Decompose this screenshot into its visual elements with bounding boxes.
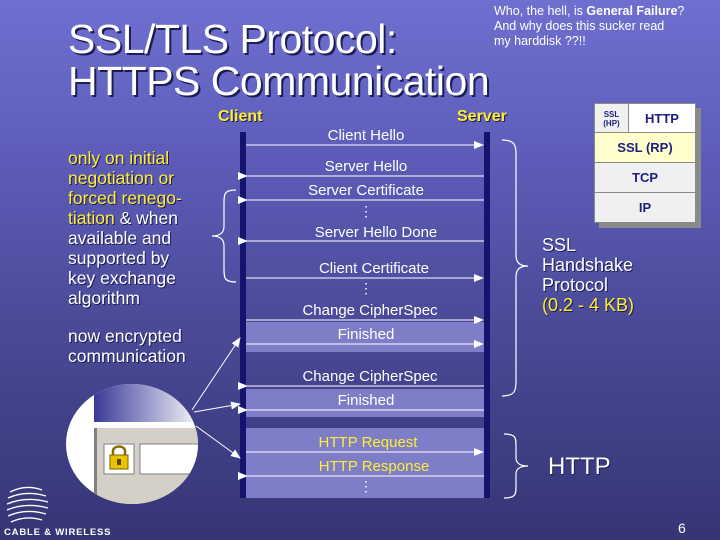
stack-ssl-hp-line-1: SSL	[603, 110, 620, 119]
note-line-4-highlight: tiation	[68, 208, 115, 228]
joke-bold: General Failure	[586, 4, 678, 18]
stack-http: HTTP	[628, 103, 696, 133]
client-certificate-label: Client Certificate	[319, 260, 429, 277]
ssl-label-line-2: Handshake	[542, 255, 634, 275]
change-cipherspec-server-label: Change CipherSpec	[302, 368, 438, 385]
optional-steps-brace	[211, 189, 237, 283]
padlock-bubble	[66, 384, 198, 504]
slide-title: SSL/TLS Protocol: HTTPS Communication	[68, 16, 490, 104]
finished-server-label: Finished	[338, 392, 395, 409]
client-lifeline	[240, 132, 246, 498]
http-brace	[503, 433, 529, 499]
stack-ssl-hp-line-2: (HP)	[603, 119, 620, 128]
stack-ssl-rp: SSL (RP)	[594, 133, 696, 163]
server-hello-label: Server Hello	[325, 158, 408, 175]
note-line-2: negotiation or	[68, 168, 175, 188]
joke-suffix: ?	[677, 4, 685, 18]
note-line-1: only on initial	[68, 148, 170, 168]
enc-note-line-1: now encrypted	[68, 326, 182, 346]
encrypted-band-server	[246, 389, 484, 417]
note-line-5: available and	[68, 228, 172, 248]
enc-note-line-2: communication	[68, 346, 186, 366]
server-certificate-label: Server Certificate	[308, 182, 424, 199]
ssl-label-line-3: Protocol	[542, 275, 609, 295]
logo-text: CABLE & WIRELESS	[4, 527, 112, 538]
ssl-label-line-1: SSL	[542, 235, 577, 255]
pointer-arrow-3	[195, 425, 241, 459]
pointer-arrow-2	[193, 401, 241, 413]
joke-line-2: And why does this sucker read	[494, 19, 665, 33]
ellipsis-1: ⋮	[359, 203, 373, 219]
stack-ssl-hp: SSL (HP)	[594, 103, 628, 133]
ssl-handshake-label: SSL Handshake Protocol (0.2 - 4 KB)	[542, 235, 634, 315]
encrypted-communication-note: now encrypted communication	[68, 326, 186, 366]
padlock-icon	[109, 445, 129, 470]
server-lifeline	[484, 132, 490, 498]
ellipsis-3: ⋮	[359, 478, 373, 494]
note-line-3: forced renego-	[68, 188, 182, 208]
optional-handshake-note: only on initial negotiation or forced re…	[68, 148, 182, 308]
change-cipherspec-client-label: Change CipherSpec	[302, 302, 438, 319]
ssl-handshake-brace	[501, 139, 529, 397]
joke-line-3: my harddisk ??!!	[494, 34, 586, 48]
encrypted-band-http	[246, 428, 484, 498]
http-response-label: HTTP Response	[319, 458, 430, 475]
http-request-label: HTTP Request	[319, 434, 419, 451]
note-line-8: algorithm	[68, 288, 140, 308]
joke-prefix: Who, the hell, is	[494, 4, 587, 18]
ellipsis-2: ⋮	[359, 280, 373, 296]
joke-note: Who, the hell, is General Failure? And w…	[494, 4, 684, 49]
server-heading: Server	[457, 108, 507, 125]
stack-tcp: TCP	[594, 163, 696, 193]
client-hello-label: Client Hello	[328, 127, 405, 144]
protocol-stack: SSL (HP) HTTP SSL (RP) TCP IP	[594, 103, 696, 223]
client-heading: Client	[218, 108, 263, 125]
stack-ip: IP	[594, 193, 696, 223]
title-line-2: HTTPS Communication	[68, 58, 490, 104]
http-label: HTTP	[548, 453, 611, 480]
pointer-arrow-1	[191, 337, 241, 411]
note-line-6: supported by	[68, 248, 170, 268]
ssl-label-line-4: (0.2 - 4 KB)	[542, 295, 635, 315]
finished-client-label: Finished	[338, 326, 395, 343]
note-line-7: key exchange	[68, 268, 176, 288]
server-hello-done-label: Server Hello Done	[315, 224, 438, 241]
encrypted-band-client	[246, 322, 484, 352]
cable-wireless-logo	[6, 486, 49, 523]
title-line-1: SSL/TLS Protocol:	[68, 16, 397, 62]
note-line-4-rest: & when	[114, 208, 178, 228]
page-number: 6	[678, 520, 686, 536]
